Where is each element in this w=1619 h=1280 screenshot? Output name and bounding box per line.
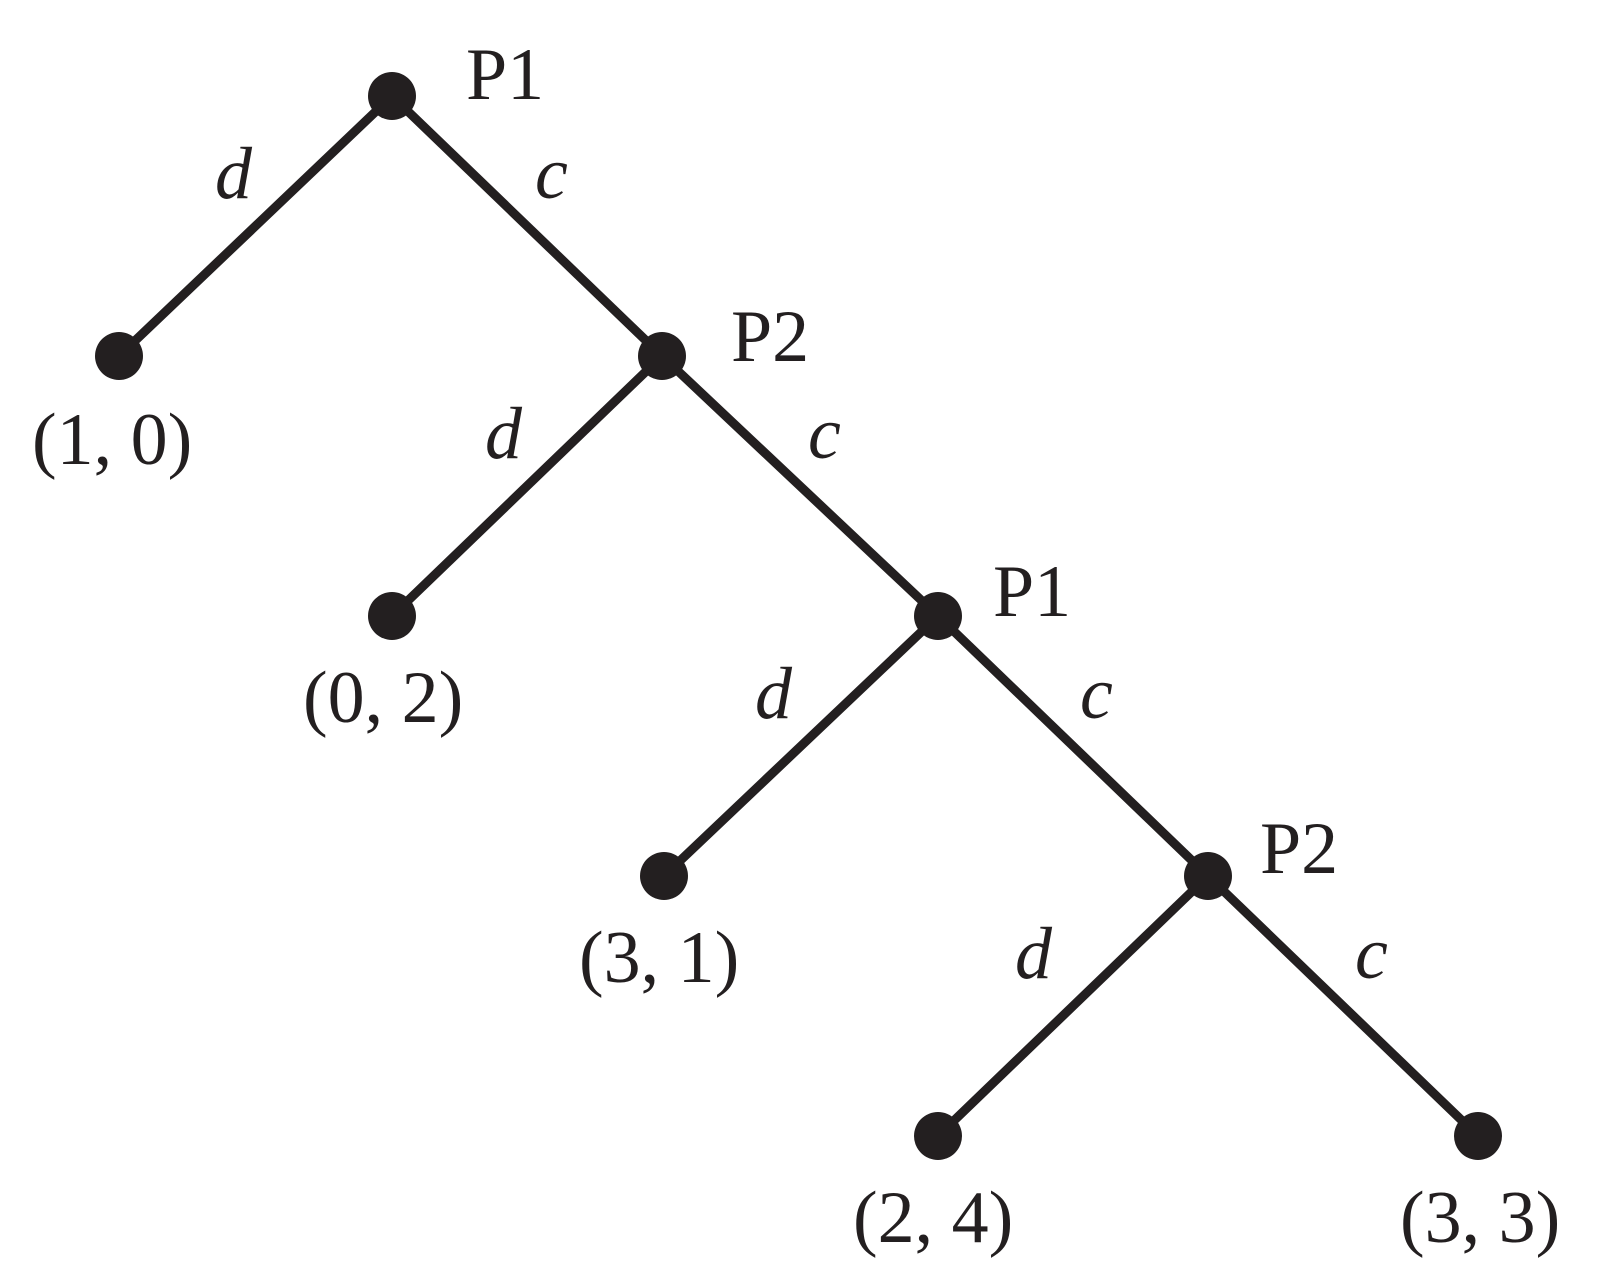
decision-node-1 [368, 72, 416, 120]
payoff-label-1: (1, 0) [32, 399, 192, 481]
decision-node-2 [638, 332, 686, 380]
action-label-n3-c: c [1080, 653, 1113, 735]
player-label-node-1: P1 [466, 34, 544, 116]
edge-n3-d [659, 611, 943, 881]
player-label-node-4: P2 [1260, 808, 1338, 890]
payoff-label-3: (3, 1) [579, 917, 739, 999]
decision-node-3 [914, 592, 962, 640]
edge-n1-c [387, 91, 667, 361]
edge-n2-c [657, 351, 943, 621]
edge-n1-d [114, 91, 397, 361]
action-label-n1-c: c [535, 133, 568, 215]
terminal-node-1 [95, 332, 143, 380]
action-label-n2-c: c [808, 393, 841, 475]
action-label-n4-c: c [1355, 913, 1388, 995]
edge-n4-c [1203, 871, 1483, 1141]
action-label-n3-d: d [755, 653, 793, 735]
edge-n4-d [933, 871, 1213, 1141]
terminal-node-5 [1454, 1112, 1502, 1160]
payoff-label-5: (3, 3) [1400, 1177, 1560, 1259]
payoff-label-2: (0, 2) [303, 657, 463, 739]
terminal-node-3 [640, 852, 688, 900]
terminal-node-2 [368, 592, 416, 640]
decision-node-4 [1184, 852, 1232, 900]
payoff-label-4: (2, 4) [853, 1177, 1013, 1259]
action-label-n2-d: d [485, 393, 523, 475]
edge-n3-c [933, 611, 1213, 881]
player-label-node-3: P1 [993, 551, 1071, 633]
action-label-n1-d: d [215, 133, 253, 215]
edge-n2-d [387, 351, 667, 621]
action-label-n4-d: d [1015, 913, 1053, 995]
player-label-node-2: P2 [731, 296, 809, 378]
terminal-node-4 [914, 1112, 962, 1160]
